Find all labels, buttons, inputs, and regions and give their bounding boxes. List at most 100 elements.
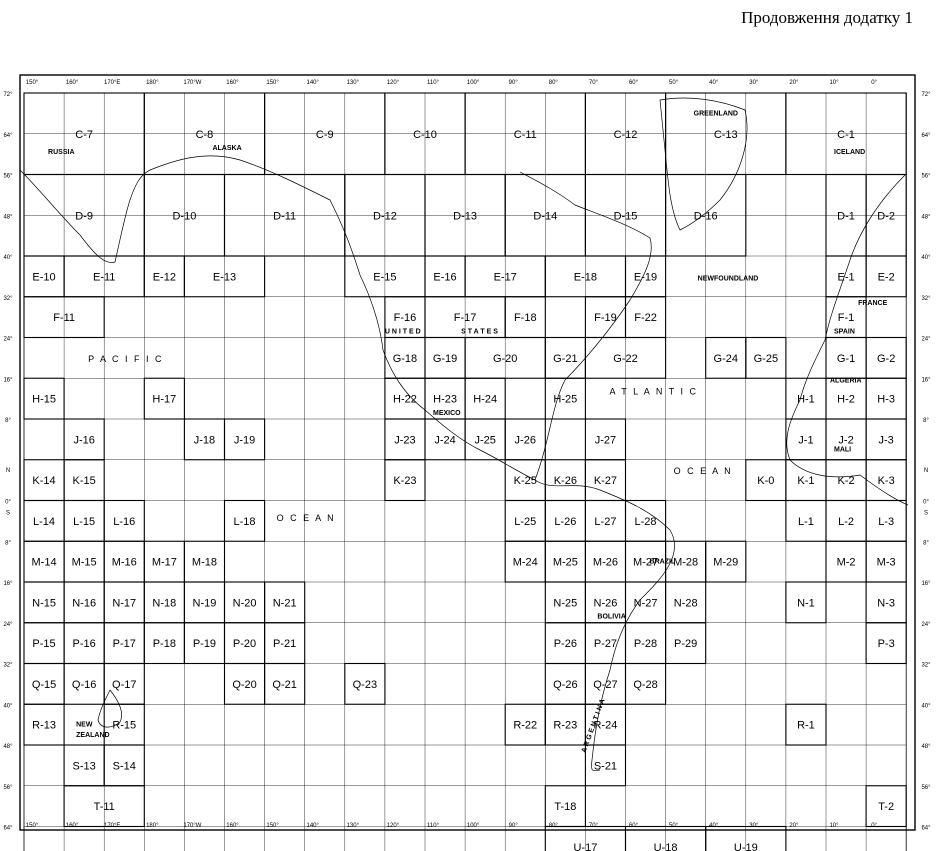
map-sheet-p-17[interactable]: P-17 <box>103 622 145 665</box>
map-sheet-q-16[interactable]: Q-16 <box>63 662 105 705</box>
map-sheet-u-19[interactable]: U-19 <box>705 825 787 851</box>
map-sheet-q-26[interactable]: Q-26 <box>544 662 586 705</box>
map-sheet-l-26[interactable]: L-26 <box>544 499 586 542</box>
map-sheet-h-1[interactable]: H-1 <box>785 377 827 420</box>
map-sheet-h-25[interactable]: H-25 <box>544 377 586 420</box>
map-sheet-m-29[interactable]: M-29 <box>705 540 747 583</box>
map-sheet-d-16[interactable]: D-16 <box>665 173 747 257</box>
map-sheet-t-2[interactable]: T-2 <box>865 785 907 828</box>
map-sheet-e-12[interactable]: E-12 <box>143 255 185 298</box>
map-sheet-q-17[interactable]: Q-17 <box>103 662 145 705</box>
map-sheet-e-10[interactable]: E-10 <box>23 255 65 298</box>
map-sheet-l-18[interactable]: L-18 <box>223 499 266 542</box>
map-sheet-l-25[interactable]: L-25 <box>504 499 546 542</box>
map-sheet-e-1[interactable]: E-1 <box>825 255 867 298</box>
map-sheet-k-27[interactable]: K-27 <box>584 459 627 502</box>
map-sheet-k-0[interactable]: K-0 <box>745 459 787 502</box>
map-sheet-f-18[interactable]: F-18 <box>504 296 546 339</box>
map-sheet-f-11[interactable]: F-11 <box>23 296 105 339</box>
map-sheet-r-23[interactable]: R-23 <box>544 703 586 746</box>
map-sheet-k-25[interactable]: K-25 <box>504 459 546 502</box>
map-sheet-j-26[interactable]: J-26 <box>504 418 546 461</box>
map-sheet-j-23[interactable]: J-23 <box>384 418 426 461</box>
map-sheet-n-1[interactable]: N-1 <box>785 581 827 624</box>
map-sheet-m-26[interactable]: M-26 <box>584 540 627 583</box>
map-sheet-g-25[interactable]: G-25 <box>745 336 787 379</box>
map-sheet-r-1[interactable]: R-1 <box>785 703 827 746</box>
map-sheet-l-2[interactable]: L-2 <box>825 499 867 542</box>
map-sheet-e-16[interactable]: E-16 <box>424 255 466 298</box>
map-sheet-h-22[interactable]: H-22 <box>384 377 426 420</box>
map-sheet-q-27[interactable]: Q-27 <box>584 662 627 705</box>
map-sheet-f-22[interactable]: F-22 <box>624 296 667 339</box>
map-sheet-n-27[interactable]: N-27 <box>624 581 667 624</box>
map-sheet-s-13[interactable]: S-13 <box>63 744 105 787</box>
map-sheet-p-27[interactable]: P-27 <box>584 622 627 665</box>
map-sheet-k-3[interactable]: K-3 <box>865 459 907 502</box>
map-sheet-p-3[interactable]: P-3 <box>865 622 907 665</box>
map-sheet-m-24[interactable]: M-24 <box>504 540 546 583</box>
map-sheet-m-2[interactable]: M-2 <box>825 540 867 583</box>
map-sheet-g-18[interactable]: G-18 <box>384 336 426 379</box>
map-sheet-h-15[interactable]: H-15 <box>23 377 65 420</box>
map-sheet-n-3[interactable]: N-3 <box>865 581 907 624</box>
map-sheet-e-2[interactable]: E-2 <box>865 255 907 298</box>
map-sheet-p-18[interactable]: P-18 <box>143 622 185 665</box>
map-sheet-k-26[interactable]: K-26 <box>544 459 586 502</box>
map-sheet-m-3[interactable]: M-3 <box>865 540 907 583</box>
map-sheet-m-15[interactable]: M-15 <box>63 540 105 583</box>
map-sheet-g-21[interactable]: G-21 <box>544 336 586 379</box>
map-sheet-q-15[interactable]: Q-15 <box>23 662 65 705</box>
map-sheet-m-16[interactable]: M-16 <box>103 540 145 583</box>
map-sheet-h-17[interactable]: H-17 <box>143 377 185 420</box>
map-sheet-r-15[interactable]: R-15 <box>103 703 145 746</box>
map-sheet-n-20[interactable]: N-20 <box>223 581 266 624</box>
map-sheet-r-13[interactable]: R-13 <box>23 703 65 746</box>
map-sheet-h-2[interactable]: H-2 <box>825 377 867 420</box>
map-sheet-n-16[interactable]: N-16 <box>63 581 105 624</box>
map-sheet-p-19[interactable]: P-19 <box>183 622 226 665</box>
map-sheet-p-28[interactable]: P-28 <box>624 622 667 665</box>
map-sheet-l-15[interactable]: L-15 <box>63 499 105 542</box>
map-sheet-j-24[interactable]: J-24 <box>424 418 466 461</box>
map-sheet-q-21[interactable]: Q-21 <box>264 662 306 705</box>
map-sheet-n-15[interactable]: N-15 <box>23 581 65 624</box>
map-sheet-g-24[interactable]: G-24 <box>705 336 747 379</box>
map-sheet-p-21[interactable]: P-21 <box>264 622 306 665</box>
map-sheet-l-3[interactable]: L-3 <box>865 499 907 542</box>
map-sheet-h-3[interactable]: H-3 <box>865 377 907 420</box>
map-sheet-k-14[interactable]: K-14 <box>23 459 65 502</box>
map-sheet-j-27[interactable]: J-27 <box>584 418 627 461</box>
map-sheet-q-28[interactable]: Q-28 <box>624 662 667 705</box>
map-sheet-p-15[interactable]: P-15 <box>23 622 65 665</box>
map-sheet-m-18[interactable]: M-18 <box>183 540 226 583</box>
map-sheet-l-14[interactable]: L-14 <box>23 499 65 542</box>
map-sheet-n-25[interactable]: N-25 <box>544 581 586 624</box>
map-sheet-e-13[interactable]: E-13 <box>183 255 266 298</box>
map-sheet-k-23[interactable]: K-23 <box>384 459 426 502</box>
map-sheet-g-19[interactable]: G-19 <box>424 336 466 379</box>
map-sheet-k-2[interactable]: K-2 <box>825 459 867 502</box>
map-sheet-k-15[interactable]: K-15 <box>63 459 105 502</box>
map-sheet-e-19[interactable]: E-19 <box>624 255 667 298</box>
map-sheet-m-17[interactable]: M-17 <box>143 540 185 583</box>
map-sheet-j-19[interactable]: J-19 <box>223 418 266 461</box>
map-sheet-j-2[interactable]: J-2 <box>825 418 867 461</box>
map-sheet-j-3[interactable]: J-3 <box>865 418 907 461</box>
map-sheet-q-20[interactable]: Q-20 <box>223 662 266 705</box>
map-sheet-n-19[interactable]: N-19 <box>183 581 226 624</box>
map-sheet-p-16[interactable]: P-16 <box>63 622 105 665</box>
map-sheet-s-21[interactable]: S-21 <box>584 744 627 787</box>
map-sheet-p-20[interactable]: P-20 <box>223 622 266 665</box>
map-sheet-n-28[interactable]: N-28 <box>665 581 707 624</box>
map-sheet-k-1[interactable]: K-1 <box>785 459 827 502</box>
map-sheet-l-1[interactable]: L-1 <box>785 499 827 542</box>
map-sheet-j-25[interactable]: J-25 <box>464 418 506 461</box>
map-sheet-h-24[interactable]: H-24 <box>464 377 506 420</box>
map-sheet-m-25[interactable]: M-25 <box>544 540 586 583</box>
map-sheet-j-18[interactable]: J-18 <box>183 418 226 461</box>
map-sheet-p-29[interactable]: P-29 <box>665 622 707 665</box>
map-sheet-g-1[interactable]: G-1 <box>825 336 867 379</box>
map-sheet-t-11[interactable]: T-11 <box>63 785 145 828</box>
